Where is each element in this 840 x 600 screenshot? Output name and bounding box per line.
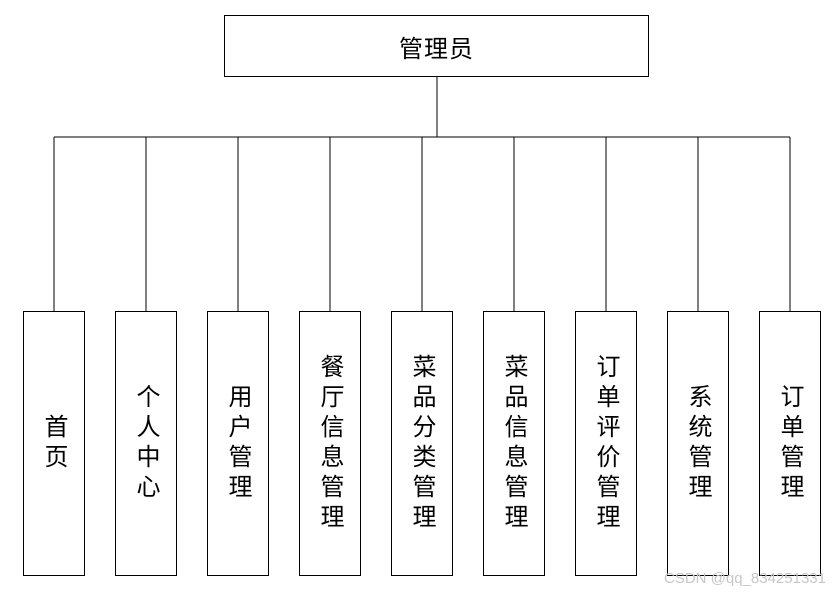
- child-node-user-management: 用户管理: [207, 311, 269, 576]
- child-node-personal-center: 个人中心: [115, 311, 177, 576]
- child-label-order-review: 订单评价管理: [592, 353, 620, 534]
- root-node: 管理员: [224, 15, 649, 77]
- child-drops: [53, 137, 791, 311]
- child-node-system-management: 系统管理: [667, 311, 729, 576]
- child-label-user-management: 用户管理: [224, 383, 252, 504]
- child-node-dish-category: 菜品分类管理: [391, 311, 453, 576]
- watermark-text: CSDN @qq_834251331: [663, 570, 826, 587]
- child-node-order-review: 订单评价管理: [575, 311, 637, 576]
- child-label-system-management: 系统管理: [684, 383, 712, 504]
- child-label-dish-category: 菜品分类管理: [408, 353, 436, 534]
- child-label-restaurant-info: 餐厅信息管理: [316, 353, 344, 534]
- child-node-order-management: 订单管理: [759, 311, 821, 576]
- child-node-restaurant-info: 餐厅信息管理: [299, 311, 361, 576]
- child-node-dish-info: 菜品信息管理: [483, 311, 545, 576]
- child-label-order-management: 订单管理: [776, 383, 804, 504]
- child-node-home: 首页: [23, 311, 85, 576]
- child-label-home: 首页: [40, 413, 68, 474]
- child-label-personal-center: 个人中心: [132, 383, 160, 504]
- child-label-dish-info: 菜品信息管理: [500, 353, 528, 534]
- root-label: 管理员: [399, 34, 474, 63]
